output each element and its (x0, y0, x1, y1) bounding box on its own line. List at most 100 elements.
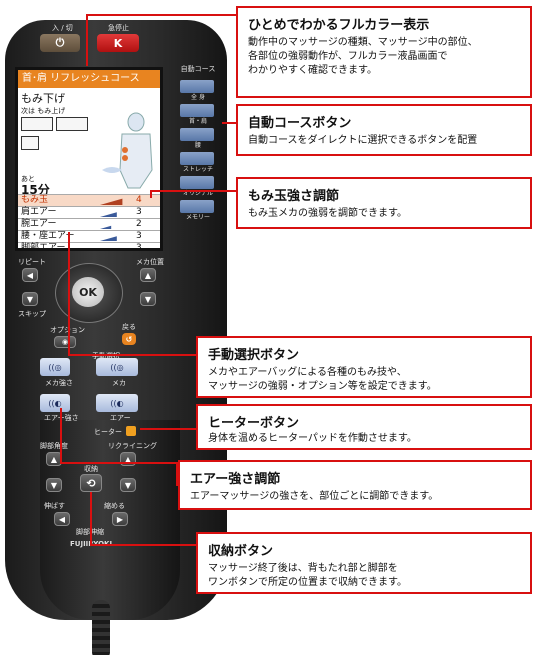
mecha-up-button[interactable]: ▲ (140, 268, 156, 282)
air-label: エアー (110, 414, 131, 422)
leg-shrink-button[interactable]: ▶ (112, 512, 128, 526)
option-button[interactable]: ◉ (54, 336, 76, 348)
strength-level-bar (100, 245, 128, 251)
air-icon: ((◐ (110, 398, 124, 408)
leg-angle-down-button[interactable]: ▼ (46, 478, 62, 492)
air-strength-icon: ((◐ (48, 398, 62, 408)
callout-description: マッサージ終了後は、背もたれ部と脚部を ワンボタンで所定の位置まで収納できます。 (208, 563, 407, 588)
option-label: オプション (50, 326, 85, 334)
lcd-current-move: もみ下げ (21, 92, 65, 105)
mecha-icon: ((◎ (110, 362, 124, 372)
skip-button[interactable]: ▼ (22, 292, 38, 306)
strength-row: 脚部エアー 3 (18, 242, 160, 251)
arrow-up-icon: ▲ (144, 270, 152, 280)
auto-course-button[interactable] (180, 104, 214, 117)
back-label: 戻る (122, 323, 136, 331)
callout-storage: 収納ボタン マッサージ終了後は、背もたれ部と脚部を ワンボタンで所定の位置まで収… (196, 532, 532, 594)
connector-line (140, 428, 196, 430)
arrow-down-icon: ▼ (144, 294, 152, 304)
strength-row-level: 2 (136, 219, 142, 229)
strength-row-level: 3 (136, 207, 142, 217)
remote-cord (92, 600, 110, 655)
reclining-down-button[interactable]: ▼ (120, 478, 136, 492)
connector-line (68, 354, 196, 356)
strength-row-name: 脚部エアー (21, 243, 66, 251)
auto-course-button-label: 首・肩 (188, 118, 207, 125)
callout-mecha-strength: もみ玉強さ調節 もみ玉メカの強弱を調節できます。 (236, 177, 532, 229)
power-icon: ⏻ (55, 36, 65, 49)
strength-level-bar (100, 198, 123, 205)
heater-button[interactable] (126, 426, 136, 436)
strength-level-bar (100, 236, 117, 241)
callout-description: エアーマッサージの強さを、部位ごとに調節できます。 (190, 491, 439, 502)
auto-course-button[interactable] (180, 200, 214, 213)
leg-angle-up-button[interactable]: ▲ (46, 452, 62, 466)
strength-level-bar (100, 212, 117, 217)
air-strength-button[interactable]: ((◐ (40, 394, 70, 412)
ok-button[interactable]: OK (72, 277, 104, 307)
stop-icon: K (113, 36, 123, 50)
mecha-strength-icon: ((◎ (48, 362, 62, 372)
callout-description: メカやエアーバッグによる各種のもみ技や、 マッサージの強弱・オプション等を設定で… (208, 367, 437, 392)
connector-line (222, 122, 238, 124)
callout-title: 手動選択ボタン (208, 348, 300, 363)
arrow-down-icon: ▼ (50, 480, 58, 490)
massage-technique-icon (21, 117, 53, 131)
shrink-label: 縮める (104, 502, 125, 510)
connector-line (86, 14, 236, 16)
stop-label: 急停止 (108, 24, 129, 32)
mecha-button[interactable]: ((◎ (96, 358, 138, 376)
connector-line (90, 492, 92, 546)
leg-angle-label: 脚部角度 (40, 442, 68, 450)
auto-course-button[interactable] (180, 176, 214, 189)
connector-line (176, 462, 178, 486)
arrow-right-icon: ▶ (116, 514, 124, 524)
emergency-stop-button[interactable]: K (97, 34, 139, 52)
callout-full-color-display: ひとめでわかるフルカラー表示 動作中のマッサージの種類、マッサージ中の部位、 各… (236, 6, 532, 98)
auto-course-button[interactable] (180, 80, 214, 93)
storage-button[interactable]: ⟲ (80, 474, 102, 492)
auto-course-button-label: ストレッチ (182, 166, 213, 173)
storage-label: 収納 (84, 465, 98, 473)
arrow-left-icon: ◀ (58, 514, 66, 524)
arrow-up-icon: ▲ (50, 454, 58, 464)
body-figure-icon (102, 112, 153, 189)
back-icon: ↺ (125, 334, 133, 344)
leg-stretch-button[interactable]: ◀ (54, 512, 70, 526)
auto-course-button-label: 全 身 (191, 94, 205, 101)
repeat-button[interactable]: ◀ (22, 268, 38, 282)
mecha-down-button[interactable]: ▼ (140, 292, 156, 306)
manual-select-label: 手動選択 (92, 352, 120, 360)
auto-course-panel: 自動コース 全 身首・肩腰ストレッチオリジナルメモリー (175, 62, 223, 232)
callout-title: ヒーターボタン (208, 416, 300, 431)
callout-title: エアー強さ調節 (190, 472, 281, 487)
mecha-position-label: メカ位置 (136, 258, 164, 266)
repeat-icon: ◀ (26, 270, 34, 280)
auto-course-button[interactable] (180, 128, 214, 141)
connector-line (150, 190, 152, 198)
repeat-label: リピート (18, 258, 46, 266)
strength-row-level: 3 (136, 243, 142, 251)
connector-line (60, 408, 62, 464)
strength-level-bar (100, 225, 112, 229)
auto-course-button-label: 腰 (194, 142, 201, 149)
mecha-strength-button[interactable]: ((◎ (40, 358, 70, 376)
strength-row-name: 肩エアー (21, 207, 57, 217)
strength-row-name: 腰・座エアー (21, 231, 75, 241)
lcd-next-move: 次は もみ上げ (21, 107, 66, 115)
callout-air-strength: エアー強さ調節 エアーマッサージの強さを、部位ごとに調節できます。 (178, 460, 532, 510)
storage-icon: ⟲ (86, 476, 96, 490)
air-button[interactable]: ((◐ (96, 394, 138, 412)
back-button[interactable]: ↺ (122, 333, 136, 345)
callout-manual-select: 手動選択ボタン メカやエアーバッグによる各種のもみ技や、 マッサージの強弱・オプ… (196, 336, 532, 398)
power-button[interactable]: ⏻ (40, 34, 80, 52)
mecha-strength-label: メカ強さ (45, 379, 73, 387)
lcd-course-title: 首･肩 リフレッシュコース (18, 70, 160, 88)
auto-course-button[interactable] (180, 152, 214, 165)
strength-row-name: もみ玉 (21, 195, 49, 205)
strength-row: 肩エアー 3 (18, 206, 160, 218)
